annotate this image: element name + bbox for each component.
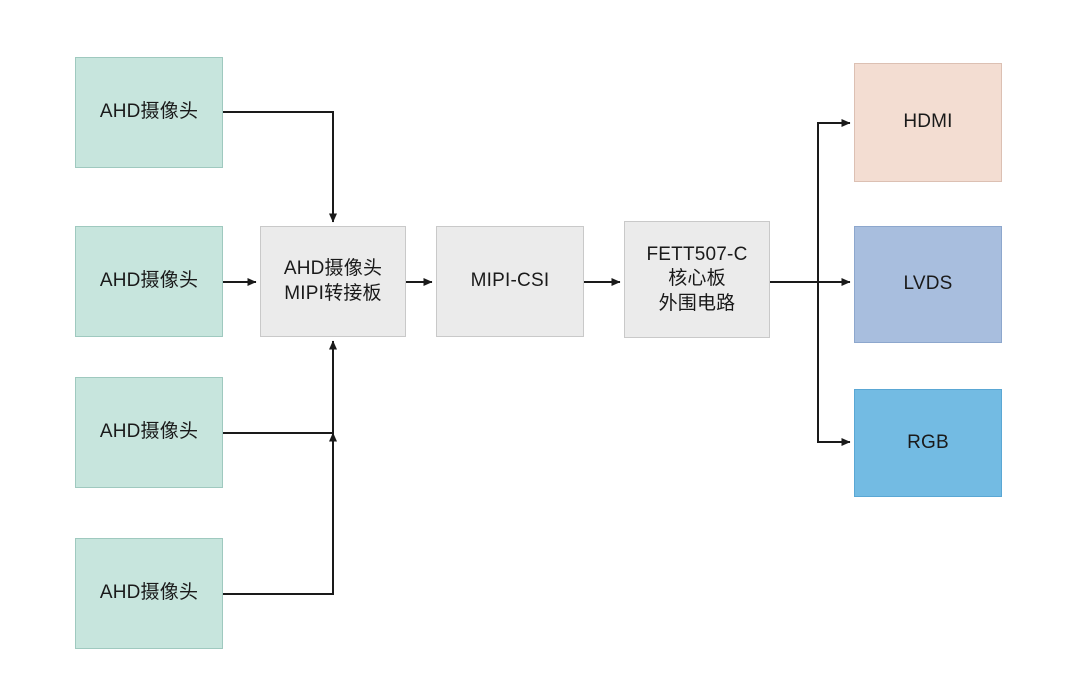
node-mipi-csi[interactable]: MIPI-CSI <box>436 226 584 337</box>
node-output-hdmi[interactable]: HDMI <box>854 63 1002 182</box>
node-camera-1[interactable]: AHD摄像头 <box>75 57 223 168</box>
node-fett507c-core-board[interactable]: FETT507-C 核心板 外围电路 <box>624 221 770 338</box>
node-camera-2[interactable]: AHD摄像头 <box>75 226 223 337</box>
edge-cam1-adapter <box>223 111 337 223</box>
node-camera-4[interactable]: AHD摄像头 <box>75 538 223 649</box>
node-mipi-adapter-board[interactable]: AHD摄像头 MIPI转接板 <box>260 226 406 337</box>
node-output-lvds[interactable]: LVDS <box>854 226 1002 343</box>
edge-core-hdmi <box>770 119 851 283</box>
edge-cam3-adapter <box>223 340 337 434</box>
edge-cam4-adapter <box>223 432 337 595</box>
node-camera-3[interactable]: AHD摄像头 <box>75 377 223 488</box>
edge-core-rgb <box>817 282 851 446</box>
node-output-rgb[interactable]: RGB <box>854 389 1002 497</box>
